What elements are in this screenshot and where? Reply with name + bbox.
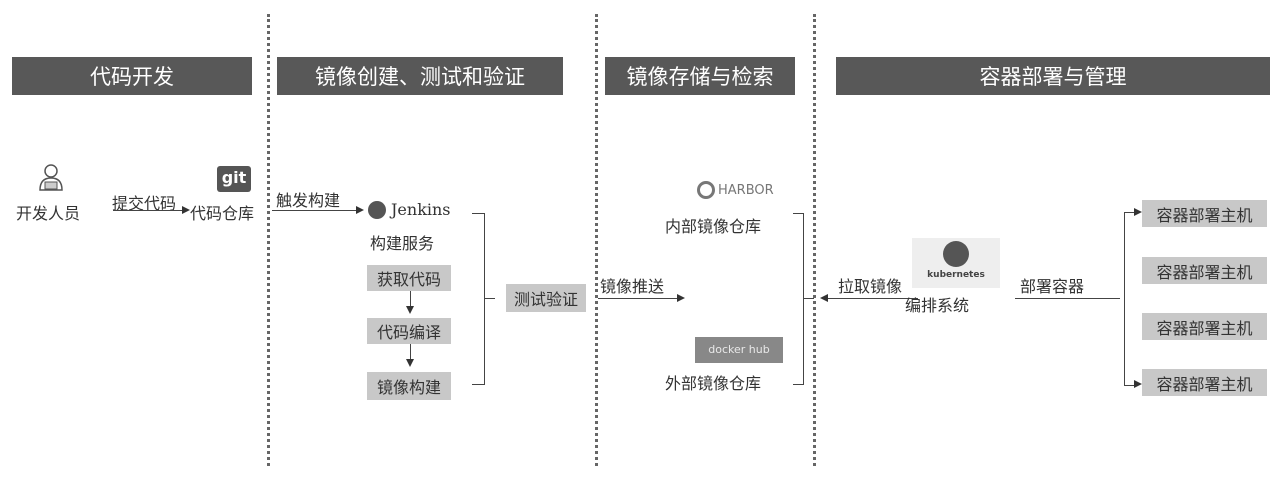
header-image-build: 镜像创建、测试和验证 (277, 57, 563, 95)
arrow-head (677, 294, 685, 302)
arrow-head (1134, 208, 1142, 216)
kubernetes-icon (943, 241, 969, 267)
deploy-host: 容器部署主机 (1142, 200, 1267, 227)
deploy-host: 容器部署主机 (1142, 313, 1267, 340)
bracket-tick (804, 298, 814, 299)
arrow-head (182, 206, 190, 214)
push-label: 镜像推送 (600, 277, 665, 296)
arrow-head (356, 206, 364, 214)
commit-label: 提交代码 (112, 194, 177, 213)
arrow-head (1134, 380, 1142, 388)
bracket-tick (485, 298, 495, 299)
git-logo: git (217, 166, 251, 192)
bracket (1124, 212, 1135, 386)
arrow-line (1015, 298, 1120, 299)
dockerhub-logo: docker hub (695, 337, 783, 363)
header-code-dev: 代码开发 (12, 57, 252, 95)
kubernetes-logo-text: kubernetes (927, 270, 985, 280)
header-image-storage: 镜像存储与检索 (605, 57, 795, 95)
repo-label: 代码仓库 (190, 204, 255, 223)
orchestrator-label: 编排系统 (905, 296, 970, 315)
arrow-line (410, 344, 411, 360)
jenkins-icon (368, 201, 386, 219)
step-compile: 代码编译 (367, 318, 451, 344)
divider (267, 14, 270, 466)
test-verify: 测试验证 (506, 284, 586, 312)
divider (813, 14, 816, 466)
build-service-label: 构建服务 (370, 234, 435, 253)
bracket (472, 213, 485, 385)
harbor-icon (697, 181, 715, 199)
developer-icon (39, 164, 63, 191)
deploy-host: 容器部署主机 (1142, 369, 1267, 396)
arrow-head (406, 359, 414, 367)
pull-label: 拉取镜像 (838, 277, 903, 296)
arrow-line (272, 210, 356, 211)
arrow-line (828, 298, 918, 299)
developer-label: 开发人员 (16, 204, 81, 223)
external-registry-label: 外部镜像仓库 (665, 374, 762, 393)
divider (595, 14, 598, 466)
arrow-line (113, 210, 183, 211)
deploy-label: 部署容器 (1020, 277, 1085, 296)
kubernetes-logo: kubernetes (912, 238, 1000, 288)
step-fetch-code: 获取代码 (367, 265, 451, 291)
jenkins-logo-text: Jenkins (391, 200, 451, 219)
arrow-line (410, 291, 411, 307)
bracket (793, 213, 804, 385)
step-image-build: 镜像构建 (367, 372, 451, 400)
deploy-host: 容器部署主机 (1142, 257, 1267, 284)
arrow-head (820, 294, 828, 302)
trigger-label: 触发构建 (276, 191, 341, 210)
harbor-logo-text: HARBOR (718, 183, 774, 198)
arrow-head (406, 306, 414, 314)
arrow-line (598, 298, 678, 299)
header-container-deploy: 容器部署与管理 (836, 57, 1270, 95)
internal-registry-label: 内部镜像仓库 (665, 217, 762, 236)
